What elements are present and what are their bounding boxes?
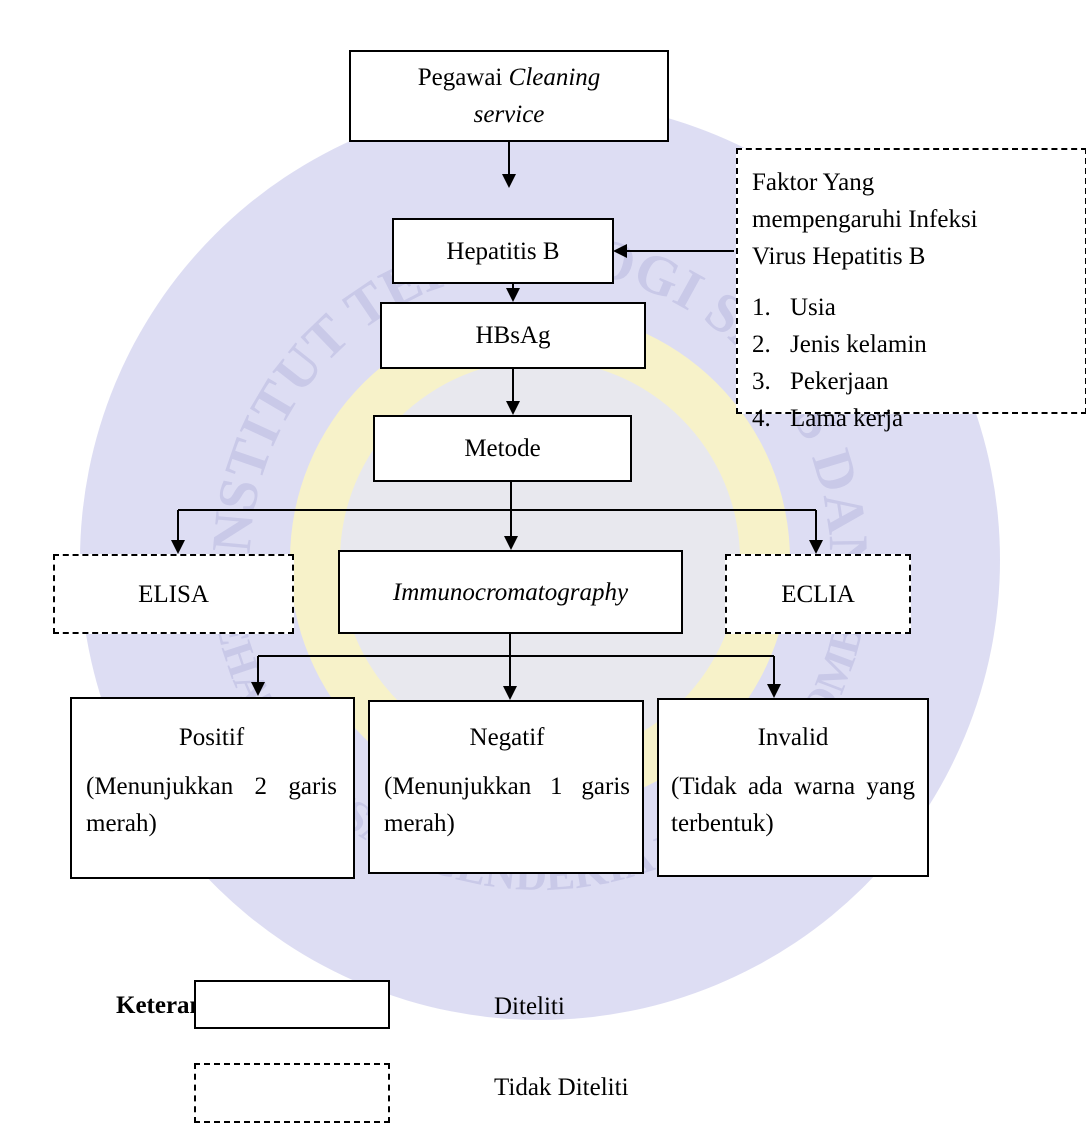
legend-solid-label: Diteliti: [494, 993, 565, 1020]
factors-list-item: 1. Usia: [752, 289, 1075, 326]
factors-list-item: 2. Jenis kelamin: [752, 326, 1075, 363]
node-hepatitis-b: Hepatitis B: [392, 218, 614, 284]
node-elisa: ELISA: [53, 554, 294, 634]
node-pegawai-text: Pegawai: [417, 64, 509, 91]
result-negatif-title: Negatif: [469, 724, 545, 751]
factors-title-line-2: mempengaruhi Infeksi: [752, 206, 978, 233]
legend-dashed-box: [194, 1063, 390, 1123]
node-elisa-label: ELISA: [138, 580, 209, 608]
node-pegawai-cleaning-service: Pegawai Cleaning service: [349, 50, 669, 142]
node-eclia-label: ECLIA: [781, 580, 855, 608]
result-invalid-title: Invalid: [757, 724, 829, 751]
result-positif-title: Positif: [178, 724, 245, 751]
node-pegawai-italic-1: Cleaning: [508, 64, 601, 91]
node-hbsag-label: HBsAg: [475, 322, 551, 349]
node-metode-label: Metode: [464, 435, 541, 462]
result-positif: Positif (Menunjukkan 2 garis merah): [70, 697, 355, 879]
legend-solid-box: [194, 980, 390, 1029]
factors-item-num: 1.: [752, 294, 771, 321]
factors-list-item: 4. Lama kerja: [752, 400, 1075, 437]
result-invalid: Invalid (Tidak ada warna yang terbentuk): [657, 698, 929, 877]
node-hbsag: HBsAg: [380, 302, 646, 369]
factors-item-num: 2.: [752, 331, 771, 358]
factors-title-line-1: Faktor Yang: [752, 169, 875, 196]
factors-box: Faktor Yang mempengaruhi Infeksi Virus H…: [736, 148, 1086, 432]
factors-list-item: 3. Pekerjaan: [752, 363, 1075, 400]
factors-item-num: 3.: [752, 368, 771, 395]
factors-item-label: Jenis kelamin: [790, 331, 927, 358]
legend-dashed-label: Tidak Diteliti: [494, 1074, 629, 1101]
node-immunocromatography: Immunocromatography: [338, 550, 683, 634]
node-hepatitis-b-label: Hepatitis B: [446, 237, 560, 265]
result-invalid-desc: (Tidak ada warna yang terbentuk): [671, 773, 915, 837]
factors-item-label: Usia: [790, 294, 836, 321]
factors-list: 1. Usia 2. Jenis kelamin 3. Pekerjaan 4. Lam…: [752, 289, 1075, 437]
result-negatif-desc: (Menunjukkan 1 garis merah): [384, 773, 630, 837]
node-eclia: ECLIA: [725, 554, 911, 634]
node-metode: Metode: [373, 415, 632, 482]
factors-title: Faktor Yang mempengaruhi Infeksi Virus H…: [752, 164, 1075, 275]
factors-item-label: Lama kerja: [790, 405, 904, 432]
node-pegawai-italic-2: service: [473, 101, 545, 128]
factors-item-num: 4.: [752, 405, 771, 432]
node-immunocromatography-label: Immunocromatography: [392, 578, 629, 606]
factors-item-label: Pekerjaan: [790, 368, 889, 395]
result-positif-desc: (Menunjukkan 2 garis merah): [86, 773, 337, 837]
factors-title-line-3: Virus Hepatitis B: [752, 243, 926, 270]
result-negatif: Negatif (Menunjukkan 1 garis merah): [368, 700, 644, 874]
